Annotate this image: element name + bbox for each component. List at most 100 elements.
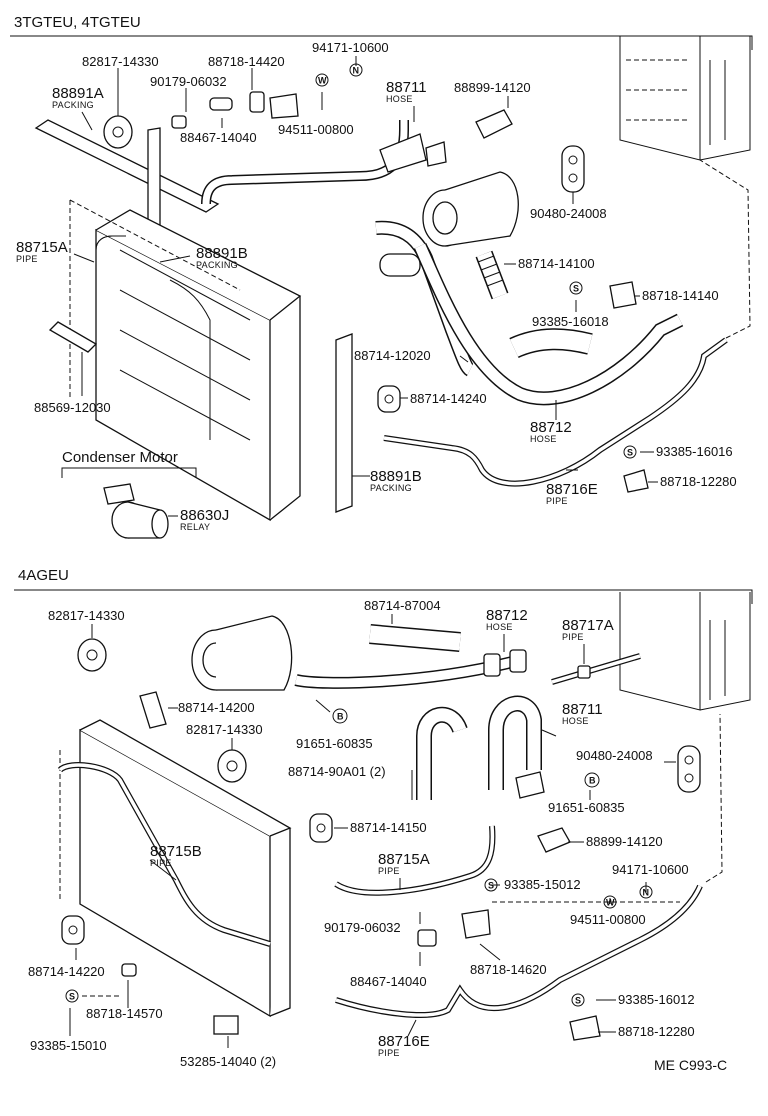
label-88899-14120-top: 88899-14120	[454, 80, 531, 95]
screw-symbol-top-2: S	[623, 445, 637, 459]
clamp-88899-14120-bottom	[537, 827, 571, 853]
svg-text:S: S	[575, 996, 581, 1006]
label-88718-12280-bottom: 88718-12280	[618, 1024, 695, 1039]
label-88712-bottom: 88712	[486, 607, 528, 624]
label-88711-bottom: 88711	[562, 701, 603, 718]
screw-symbol-bottom-3: S	[571, 993, 585, 1007]
hose-88714-87004	[369, 624, 461, 652]
section-title-1: 3TGTEU, 4TGTEU	[14, 14, 141, 31]
label-82817-14330-bottom-1: 82817-14330	[48, 608, 125, 623]
svg-text:S: S	[488, 881, 494, 891]
label-94511-00800-bottom: 94511-00800	[570, 912, 646, 927]
leader-lines-bottom	[69, 614, 680, 1048]
label-88717a-sub: PIPE	[562, 632, 584, 642]
hose-88711-bottom	[488, 695, 545, 799]
label-88711-bottom-sub: HOSE	[562, 716, 589, 726]
label-88630j-sub: RELAY	[180, 522, 210, 532]
svg-text:S: S	[69, 992, 75, 1002]
nut-symbol-top: N	[349, 63, 363, 77]
label-88718-14140: 88718-14140	[642, 288, 719, 303]
hose-88714-90a01	[416, 706, 468, 800]
label-90480-24008-top: 90480-24008	[530, 206, 607, 221]
leader-lines-top	[73, 56, 658, 517]
label-88715a-bottom-sub: PIPE	[378, 866, 400, 876]
screw-symbol-top-1: S	[569, 281, 583, 295]
label-88891b-top: 88891B	[196, 245, 248, 262]
condenser-bottom	[57, 719, 292, 1018]
label-91651-60835-2: 91651-60835	[548, 800, 625, 815]
hose-88714-14100	[475, 250, 509, 300]
vehicle-body-bottom	[619, 592, 751, 711]
bracket-82817-14330-bottom-2	[217, 749, 247, 783]
label-88714-14100: 88714-14100	[518, 256, 595, 271]
svg-text:S: S	[573, 284, 579, 294]
pad-88569-12030	[48, 321, 98, 353]
clamp-88899-14120-top	[475, 109, 513, 139]
label-88891b-right-sub: PACKING	[370, 483, 412, 493]
label-88467-14040-top: 88467-14040	[180, 130, 257, 145]
label-88712-top: 88712	[530, 419, 572, 436]
grommet-90480-24008-top	[561, 145, 585, 193]
label-93385-15010: 93385-15010	[30, 1038, 107, 1053]
label-82817-14330-bottom-2: 82817-14330	[186, 722, 263, 737]
label-88715a-top-sub: PIPE	[16, 254, 38, 264]
condenser-motor-bracket	[61, 467, 197, 478]
condenser-motor-title: Condenser Motor	[62, 449, 178, 466]
label-88891a-sub: PACKING	[52, 100, 94, 110]
bracket-88714-14200	[139, 691, 167, 729]
label-88891b-top-sub: PACKING	[196, 260, 238, 270]
label-88716e-bottom-sub: PIPE	[378, 1048, 400, 1058]
pipe-88715a-bottom	[334, 825, 496, 896]
compressor-top	[422, 171, 519, 247]
bracket-82817-14330-bottom-1	[77, 638, 107, 672]
label-88569-12030: 88569-12030	[34, 400, 111, 415]
condenser-top	[69, 199, 302, 522]
label-88711-top-sub: HOSE	[386, 94, 413, 104]
label-53285-14040: 53285-14040 (2)	[180, 1054, 276, 1069]
label-88718-14420: 88718-14420	[208, 54, 285, 69]
pipe-88716e-bottom	[335, 713, 723, 1018]
svg-text:W: W	[606, 898, 615, 908]
label-88718-12280-top: 88718-12280	[660, 474, 737, 489]
figure-code: ME C993-C	[654, 1057, 727, 1073]
clamp-88718-12280-top	[623, 469, 649, 493]
grommet-90480-24008-bottom	[677, 745, 701, 793]
label-94171-10600-top: 94171-10600	[312, 40, 389, 55]
label-88715b: 88715B	[150, 843, 202, 860]
label-91651-60835-1: 91651-60835	[296, 736, 373, 751]
label-90480-24008-bottom: 90480-24008	[576, 748, 653, 763]
section-bracket-1	[10, 35, 753, 50]
label-88712-top-sub: HOSE	[530, 434, 557, 444]
compressor-bottom	[191, 615, 293, 691]
label-93385-15012: 93385-15012	[504, 877, 581, 892]
screw-symbol-bottom-1: S	[484, 878, 498, 892]
bolt-symbol-bottom-2: B	[584, 772, 600, 788]
label-88715a-bottom: 88715A	[378, 851, 430, 868]
plate-88714-14240	[377, 385, 401, 413]
label-88716e-top: 88716E	[546, 481, 598, 498]
label-88714-14220: 88714-14220	[28, 964, 105, 979]
label-88716e-top-sub: PIPE	[546, 496, 568, 506]
svg-text:N: N	[643, 888, 650, 898]
label-88891a: 88891A	[52, 85, 104, 102]
vehicle-body-top	[619, 36, 751, 161]
label-88714-12020: 88714-12020	[354, 348, 431, 363]
svg-text:N: N	[353, 66, 360, 76]
relay-88630j	[103, 483, 169, 539]
label-93385-16012: 93385-16012	[618, 992, 695, 1007]
label-88715b-sub: PIPE	[150, 858, 172, 868]
label-88714-87004: 88714-87004	[364, 598, 441, 613]
hose-88712-bottom	[294, 649, 527, 689]
label-88714-14240: 88714-14240	[410, 391, 487, 406]
svg-text:S: S	[627, 448, 633, 458]
fittings-bottom-cluster	[121, 909, 601, 1041]
hose-88712-top	[375, 220, 684, 406]
section-bracket-2	[14, 589, 753, 604]
label-88714-14200: 88714-14200	[178, 700, 255, 715]
label-88630j: 88630J	[180, 507, 229, 524]
fittings-top-cluster	[171, 91, 299, 129]
bolt-symbol-bottom-1: B	[332, 708, 348, 724]
pipe-88717a	[551, 653, 641, 685]
label-88714-14150: 88714-14150	[350, 820, 427, 835]
label-88467-14040-bottom: 88467-14040	[350, 974, 427, 989]
